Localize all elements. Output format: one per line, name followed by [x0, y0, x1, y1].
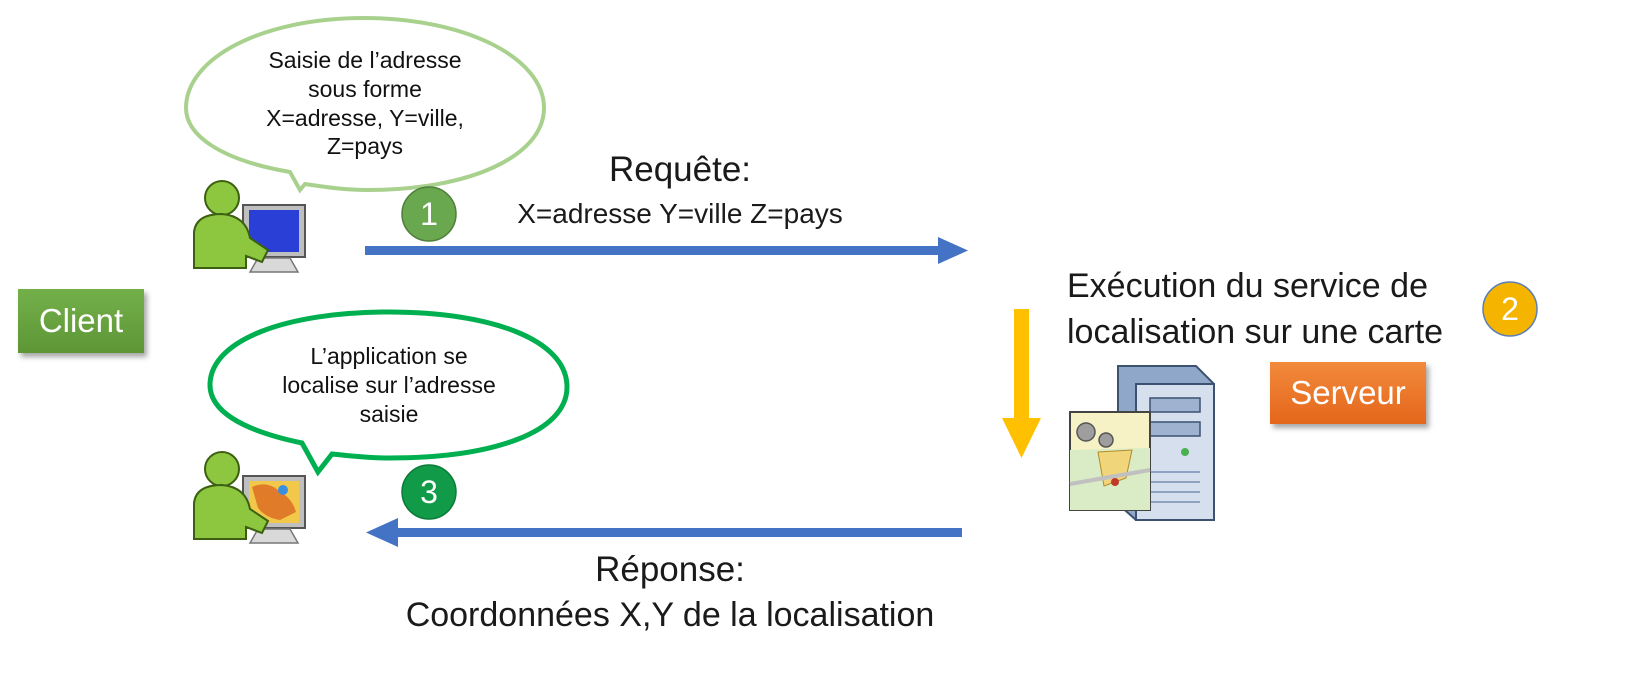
processing-arrow	[1002, 309, 1041, 458]
request-bubble-text: Saisie de l’adresse sous forme X=adresse…	[240, 46, 490, 161]
step-3-badge	[401, 464, 457, 520]
step-1-badge	[401, 186, 457, 242]
response-detail: Coordonnées X,Y de la localisation	[405, 595, 935, 634]
client-user-computer-icon	[193, 180, 306, 273]
map-server-icon	[1069, 365, 1215, 521]
client-user-map-computer-icon	[193, 451, 306, 544]
step-2-badge	[1482, 281, 1538, 337]
response-bubble-line: saisie	[359, 400, 419, 427]
response-bubble-line: localise sur l’adresse	[282, 371, 496, 398]
request-label: Requête: X=adresse Y=ville Z=pays	[480, 148, 880, 231]
execution-line: localisation sur une carte	[1067, 312, 1444, 351]
step-2-number: 2	[1501, 291, 1519, 327]
step-3-number: 3	[420, 474, 438, 510]
execution-text: Exécution du service de localisation sur…	[1067, 264, 1443, 356]
request-arrow	[365, 237, 968, 264]
response-title: Réponse:	[595, 550, 745, 589]
step-1-number: 1	[420, 196, 438, 232]
request-title: Requête:	[608, 150, 752, 189]
request-detail: X=adresse Y=ville Z=pays	[517, 197, 843, 229]
execution-line: Exécution du service de	[1067, 267, 1428, 305]
response-bubble-text: L’application se localise sur l’adresse …	[264, 342, 514, 428]
response-bubble-line: L’application se	[310, 343, 468, 369]
request-speech-bubble	[183, 15, 547, 194]
response-label: Réponse: Coordonnées X,Y de la localisat…	[370, 548, 970, 636]
server-label: Serveur	[1270, 362, 1426, 424]
request-bubble-line: Saisie de l’adresse	[268, 47, 462, 73]
request-bubble-line: Z=pays	[326, 133, 404, 160]
response-speech-bubble	[207, 309, 570, 477]
response-arrow	[366, 518, 962, 547]
request-bubble-line: sous forme	[308, 75, 422, 102]
client-label: Client	[18, 289, 144, 353]
request-bubble-line: X=adresse, Y=ville,	[266, 104, 464, 131]
